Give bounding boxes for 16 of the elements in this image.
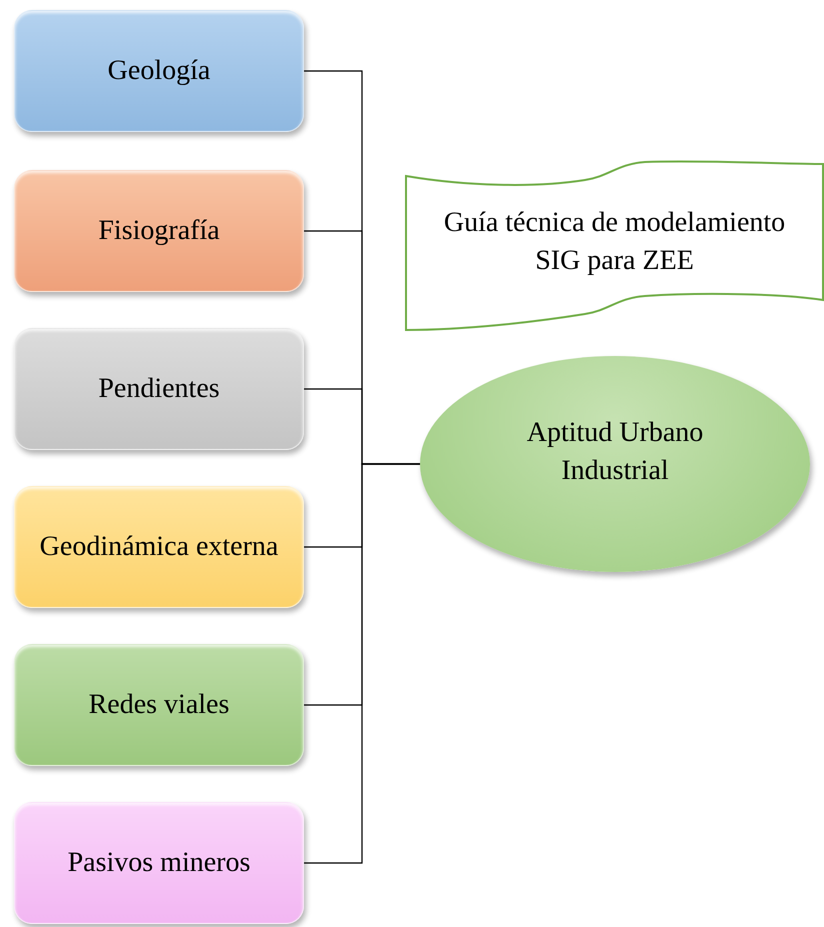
node-label: Geología (108, 54, 210, 88)
node-label: Fisiografía (98, 214, 220, 248)
factor-box (14, 328, 304, 450)
node-label: Guía técnica de modelamiento SIG para ZEE (442, 206, 786, 278)
factor-box (14, 170, 304, 292)
node-label: Aptitud Urbano Industrial (526, 416, 704, 488)
node-label: Pendientes (98, 372, 220, 406)
factor-box (14, 10, 304, 132)
connector-line (304, 463, 420, 864)
factor-box (14, 486, 304, 608)
factor-box (14, 644, 304, 766)
document-shape (405, 160, 824, 332)
node-label: Pasivos mineros (68, 846, 250, 880)
node-label: Geodinámica externa (40, 530, 278, 564)
node-label: Redes viales (88, 688, 230, 722)
factor-box (14, 802, 304, 924)
